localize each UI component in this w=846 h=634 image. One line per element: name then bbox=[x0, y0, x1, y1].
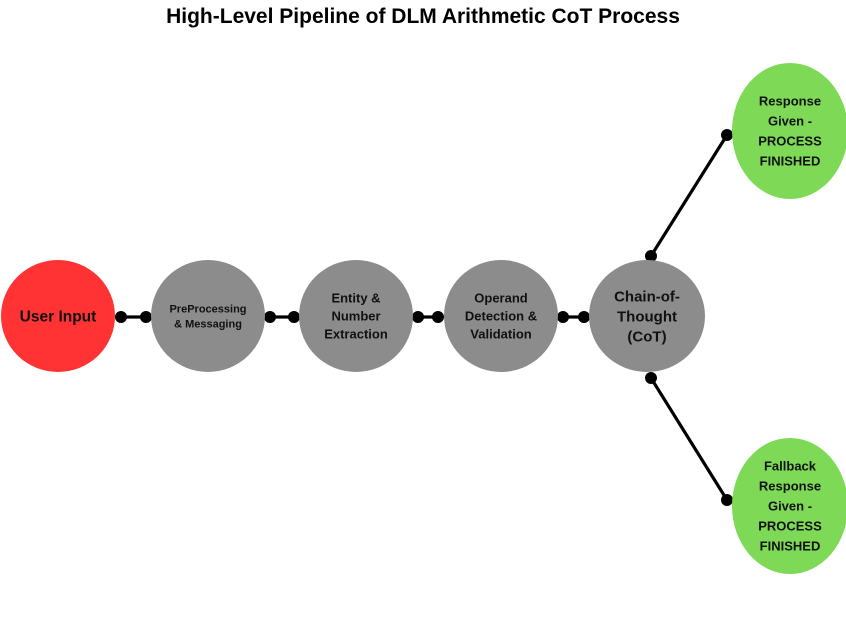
node-preprocessing: PreProcessing & Messaging bbox=[151, 260, 265, 372]
node-label-line: Detection & bbox=[465, 309, 537, 324]
connectors bbox=[115, 129, 733, 506]
node-chain-of-thought: Chain-of- Thought (CoT) bbox=[589, 260, 705, 372]
diagram-title: High-Level Pipeline of DLM Arithmetic Co… bbox=[166, 5, 680, 28]
node-shape bbox=[299, 260, 413, 372]
node-label-line: & Messaging bbox=[174, 318, 242, 330]
node-label-line: Operand bbox=[474, 291, 528, 306]
node-label-line: Entity & bbox=[331, 291, 380, 306]
node-label: Chain-of- Thought (CoT) bbox=[614, 288, 680, 345]
connector-start-dot bbox=[645, 250, 657, 262]
node-label-line: Given - bbox=[768, 499, 812, 514]
connector-start-dot bbox=[412, 311, 424, 323]
connector-start-dot bbox=[115, 311, 127, 323]
node-label-line: Validation bbox=[470, 327, 531, 342]
node-label-line: Given - bbox=[768, 114, 812, 129]
connector-end-dot bbox=[578, 311, 590, 323]
node-label-line: Fallback bbox=[764, 459, 817, 474]
node-label-line: (CoT) bbox=[627, 328, 666, 345]
node-label-line: PROCESS bbox=[758, 519, 822, 534]
connector-end-dot bbox=[721, 494, 733, 506]
node-label-line: FINISHED bbox=[760, 539, 821, 554]
node-shape bbox=[732, 438, 846, 574]
node-shape bbox=[732, 63, 846, 199]
connector-end-dot bbox=[288, 311, 300, 323]
connector-entity-extraction-to-operand-detection bbox=[412, 311, 444, 323]
connector-operand-detection-to-chain-of-thought bbox=[557, 311, 590, 323]
node-label: PreProcessing & Messaging bbox=[169, 303, 246, 330]
node-label-line: FINISHED bbox=[760, 154, 821, 169]
node-label-line: Number bbox=[331, 309, 380, 324]
connector-chain-of-thought-to-response-given bbox=[645, 129, 733, 262]
node-label-line: Response bbox=[759, 94, 821, 109]
connector-chain-of-thought-to-fallback-response bbox=[645, 372, 733, 506]
node-shape bbox=[1, 260, 115, 372]
node-label-line: Response bbox=[759, 479, 821, 494]
node-shape bbox=[444, 260, 558, 372]
connector-line bbox=[649, 133, 729, 258]
node-label-line: User Input bbox=[20, 308, 97, 325]
node-shape bbox=[151, 260, 265, 372]
node-label-line: Chain-of- bbox=[614, 288, 680, 305]
connector-end-dot bbox=[140, 311, 152, 323]
connector-start-dot bbox=[645, 372, 657, 384]
node-label: User Input bbox=[20, 308, 97, 325]
connector-start-dot bbox=[264, 311, 276, 323]
connector-start-dot bbox=[557, 311, 569, 323]
node-label-line: Thought bbox=[617, 308, 677, 325]
node-label-line: Extraction bbox=[324, 327, 388, 342]
connector-end-dot bbox=[721, 129, 733, 141]
connector-end-dot bbox=[432, 311, 444, 323]
connector-user-input-to-preprocessing bbox=[115, 311, 152, 323]
node-user-input: User Input bbox=[1, 260, 115, 372]
node-shape bbox=[589, 260, 705, 372]
node-label-line: PreProcessing bbox=[169, 303, 246, 315]
node-label-line: PROCESS bbox=[758, 134, 822, 149]
nodes: User Input PreProcessing & Messaging Entity… bbox=[1, 63, 846, 574]
connector-preprocessing-to-entity-extraction bbox=[264, 311, 300, 323]
connector-line bbox=[649, 376, 729, 502]
